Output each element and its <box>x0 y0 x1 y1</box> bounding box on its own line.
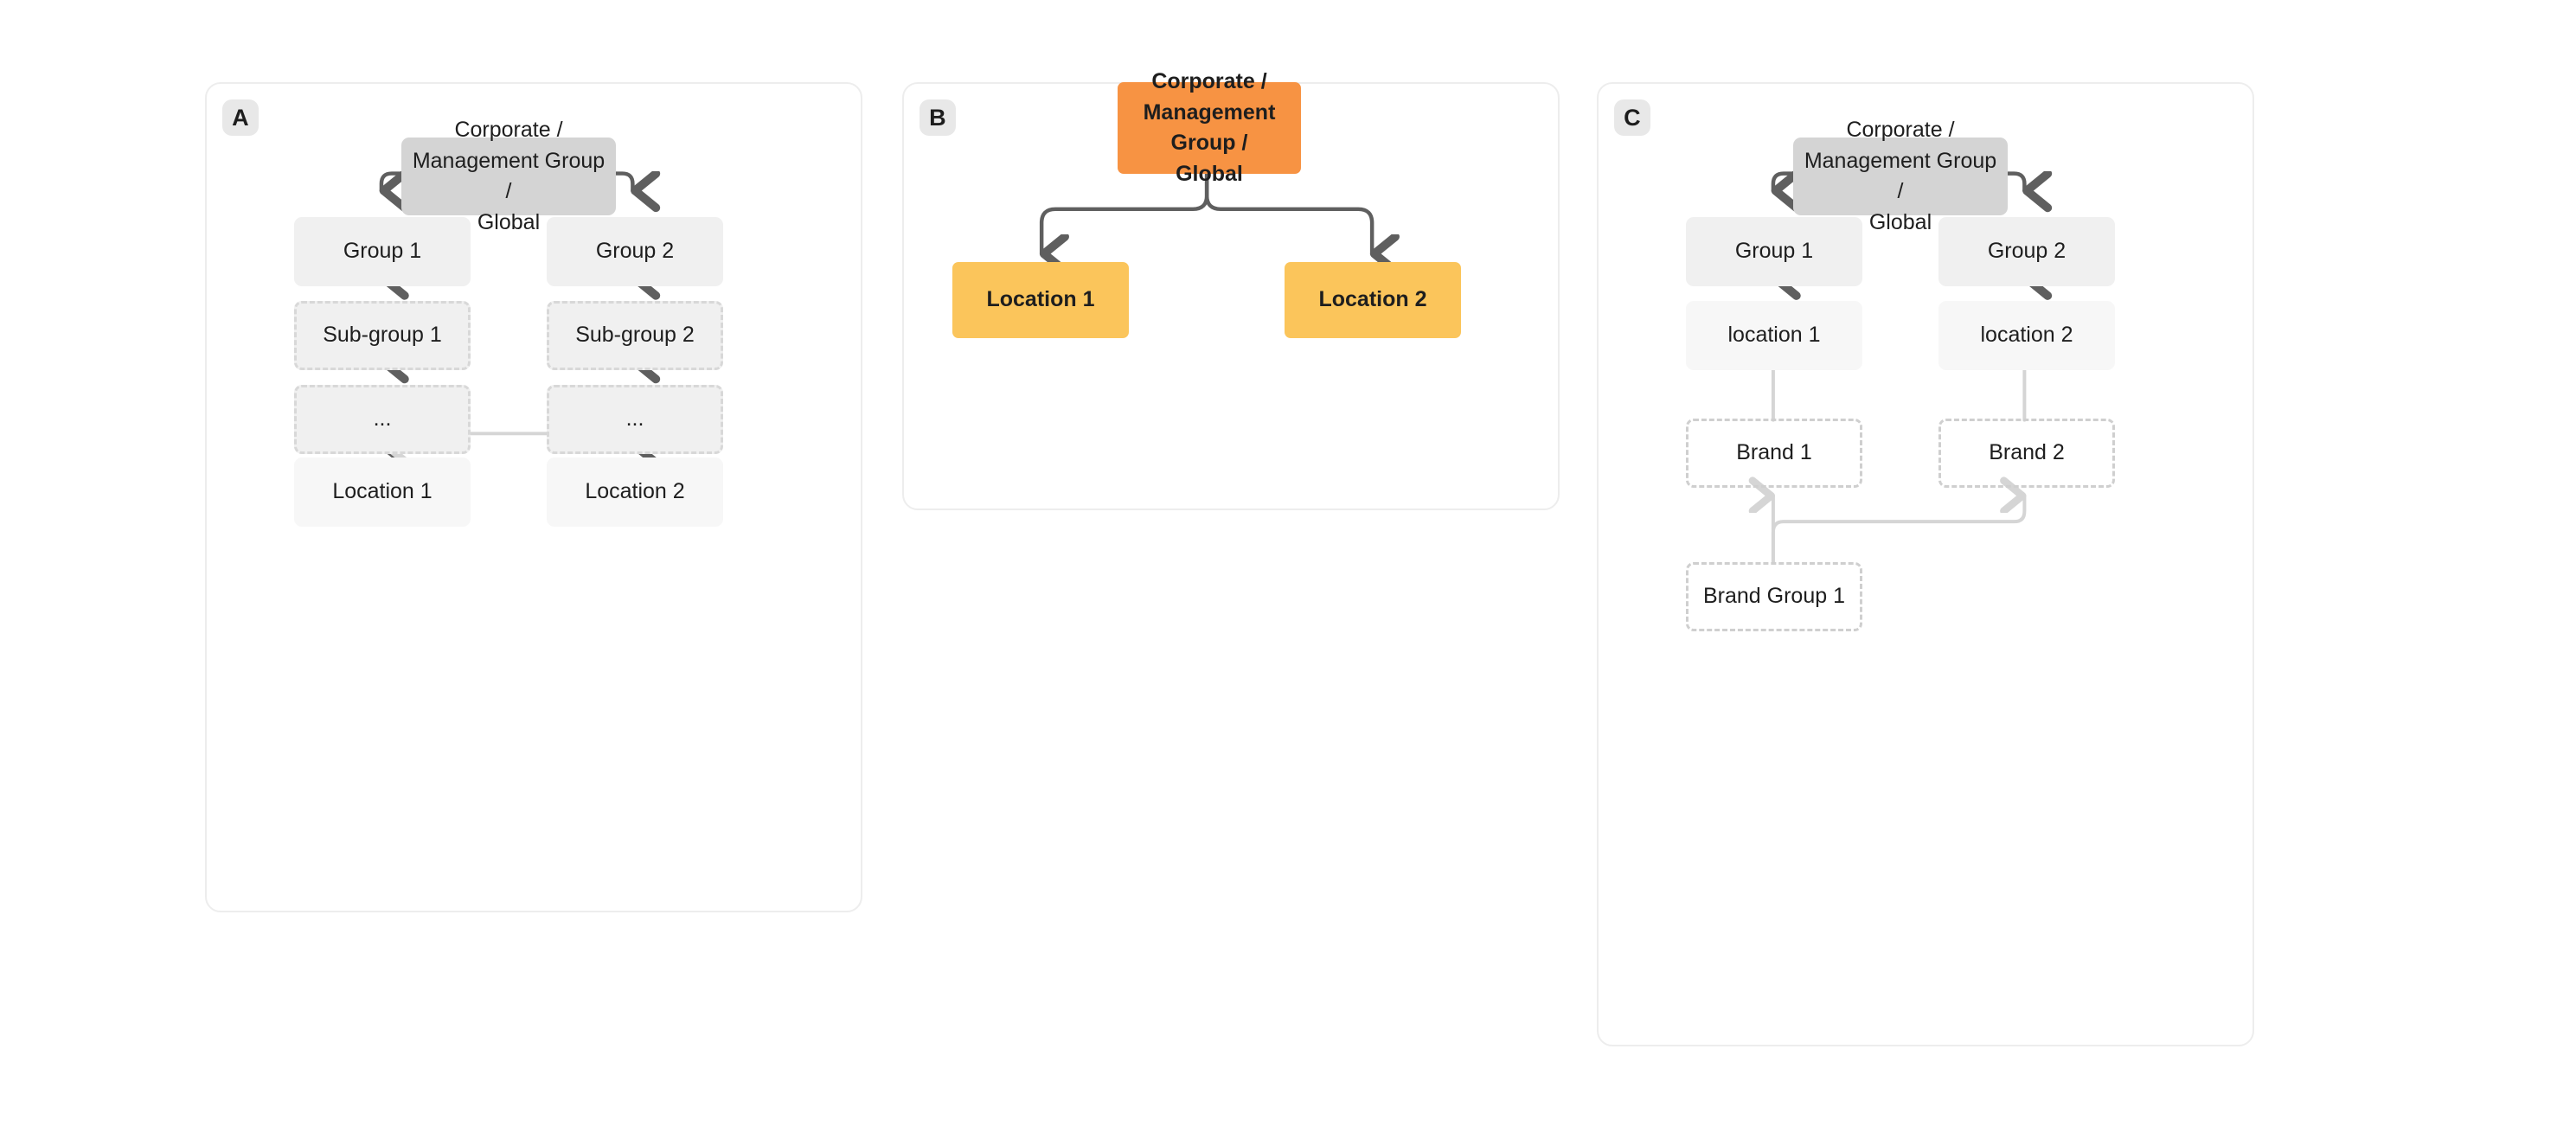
node-subgroup-2-label: Sub-group 2 <box>575 323 695 348</box>
node-location-1-label: location 1 <box>1727 323 1821 348</box>
node-location-2-label: Location 2 <box>1318 287 1427 312</box>
node-root-label: Corporate / Management Group / Global <box>412 118 606 234</box>
node-root-label: Corporate / Management Group / Global <box>1804 118 1997 234</box>
panel-b: B Corporate / Management Group / Global … <box>902 69 1560 510</box>
node-location-1: location 1 <box>1686 301 1862 370</box>
node-group-1: Group 1 <box>294 217 471 286</box>
node-location-2: location 2 <box>1938 301 2115 370</box>
node-location-2-label: Location 2 <box>585 479 685 504</box>
node-location-1: Location 1 <box>294 457 471 527</box>
node-root-label: Corporate / Management Group / Global <box>1143 69 1276 186</box>
node-location-2-label: location 2 <box>1980 323 2073 348</box>
node-group-2: Group 2 <box>547 217 723 286</box>
node-brand-2-label: Brand 2 <box>1989 440 2065 465</box>
panel-c-badge: C <box>1614 99 1650 136</box>
node-brand-1: Brand 1 <box>1686 419 1862 488</box>
node-ellipsis-1-label: ... <box>373 406 392 432</box>
node-subgroup-2: Sub-group 2 <box>547 301 723 370</box>
node-brand-group-1-label: Brand Group 1 <box>1703 584 1845 609</box>
node-ellipsis-1: ... <box>294 385 471 454</box>
node-group-2: Group 2 <box>1938 217 2115 286</box>
panel-a-badge: A <box>222 99 259 136</box>
node-brand-1-label: Brand 1 <box>1736 440 1812 465</box>
node-group-2-label: Group 2 <box>1987 239 2067 264</box>
node-root: Corporate / Management Group / Global <box>1118 69 1301 186</box>
node-location-2: Location 2 <box>1285 262 1461 338</box>
node-location-1-label: Location 1 <box>332 479 433 504</box>
node-location-1: Location 1 <box>952 262 1129 338</box>
node-group-1-label: Group 1 <box>343 239 422 264</box>
panel-a: A <box>205 82 862 912</box>
panel-c: C <box>1597 82 2254 1046</box>
node-group-2-label: Group 2 <box>595 239 675 264</box>
node-root: Corporate / Management Group / Global <box>401 118 616 234</box>
node-brand-2: Brand 2 <box>1938 419 2115 488</box>
node-brand-group-1: Brand Group 1 <box>1686 562 1862 631</box>
node-group-1: Group 1 <box>1686 217 1862 286</box>
node-location-2: Location 2 <box>547 457 723 527</box>
node-location-1-label: Location 1 <box>986 287 1095 312</box>
node-subgroup-1-label: Sub-group 1 <box>323 323 442 348</box>
panel-b-badge: B <box>920 99 956 136</box>
node-subgroup-1: Sub-group 1 <box>294 301 471 370</box>
node-ellipsis-2-label: ... <box>625 406 644 432</box>
node-ellipsis-2: ... <box>547 385 723 454</box>
node-root: Corporate / Management Group / Global <box>1793 118 2008 234</box>
node-group-1-label: Group 1 <box>1734 239 1814 264</box>
